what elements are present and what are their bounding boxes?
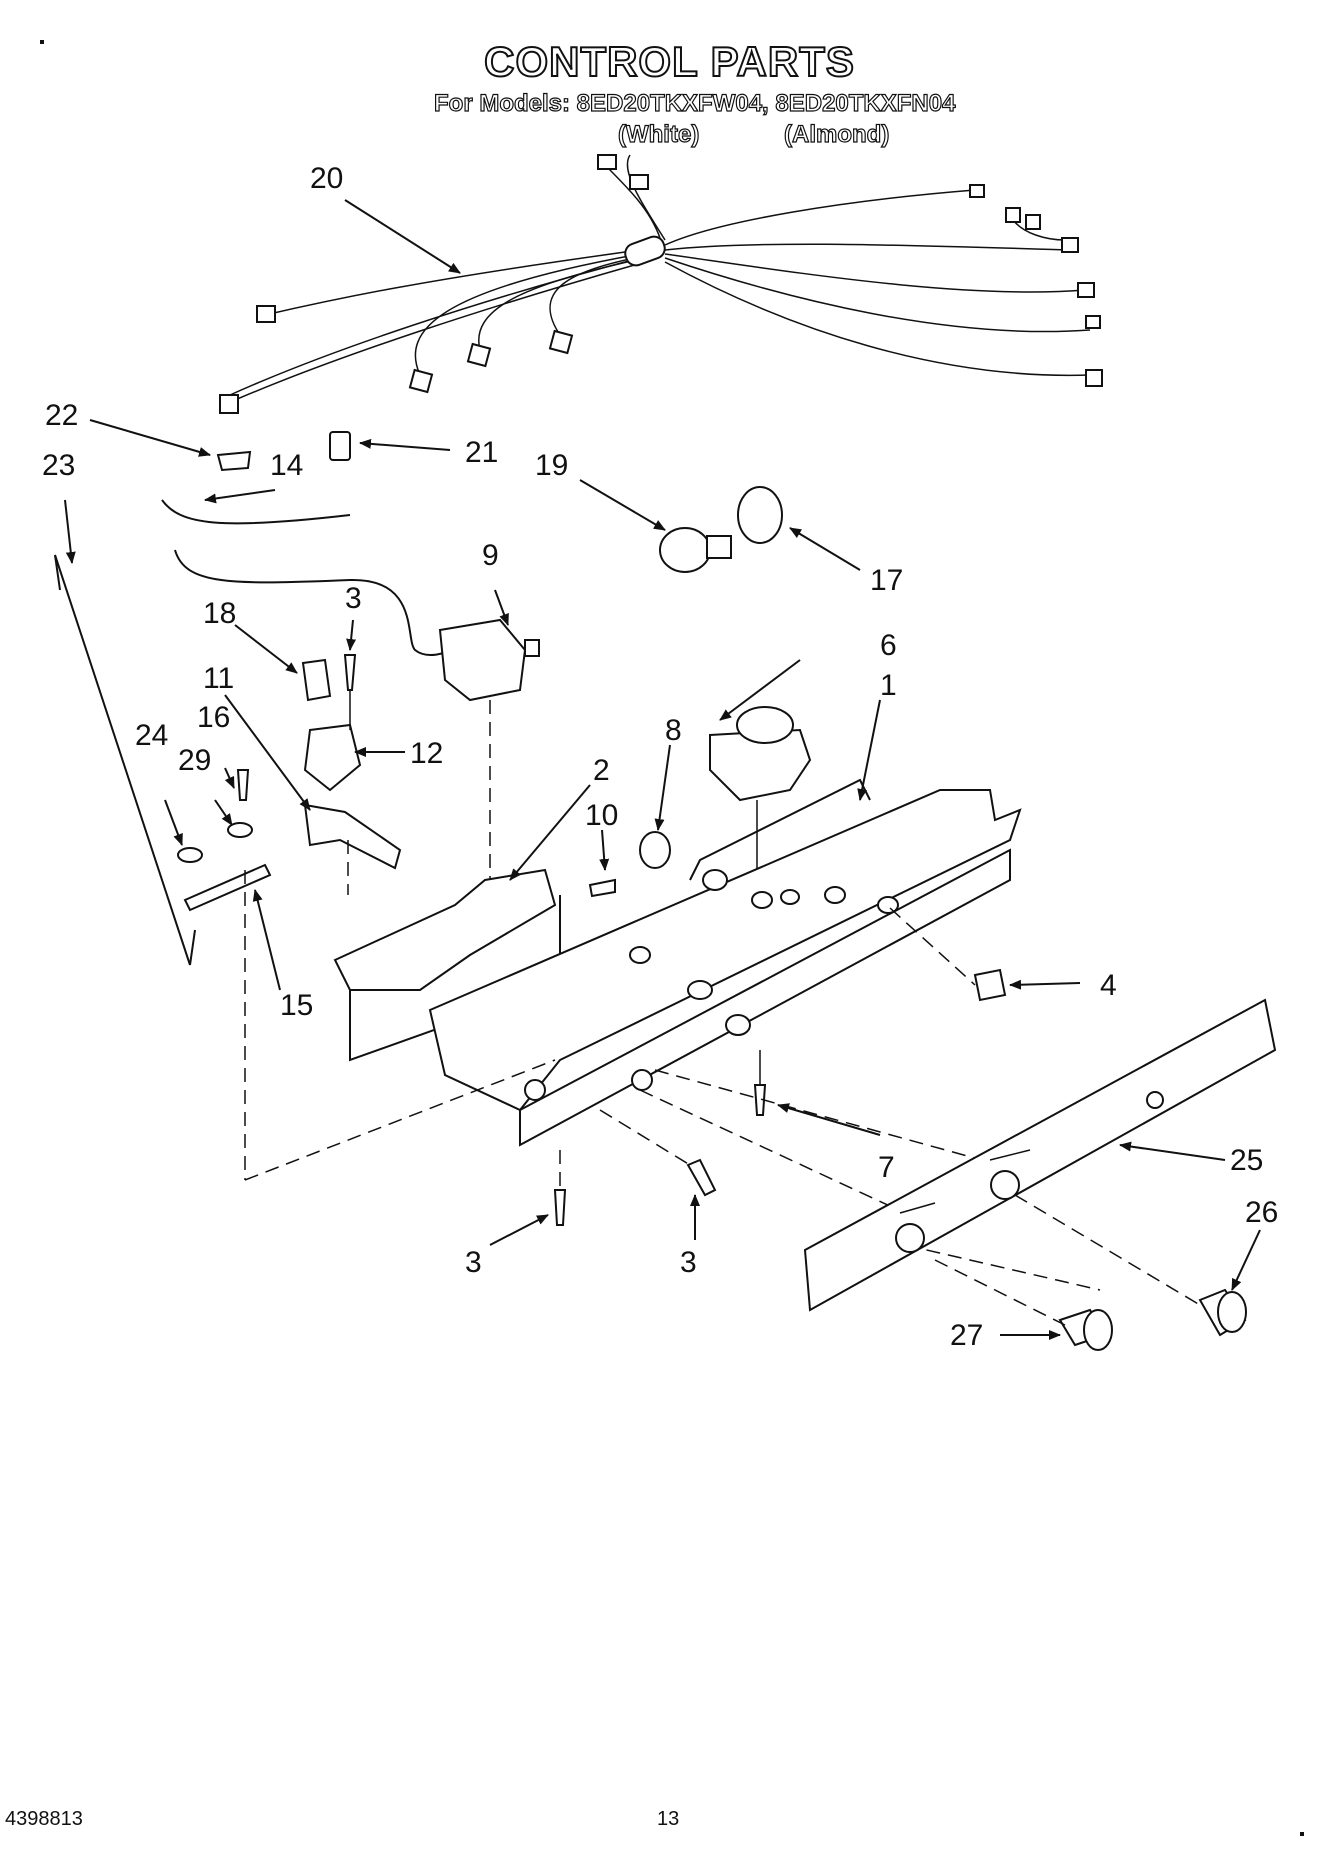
washer-29 bbox=[227, 822, 253, 838]
part-8 bbox=[639, 831, 671, 869]
mounting-bracket-2 bbox=[333, 868, 557, 991]
page-title: CONTROL PARTS bbox=[483, 37, 855, 86]
bulb-base bbox=[706, 535, 732, 559]
rod-23 bbox=[54, 554, 191, 966]
control-shaft-11 bbox=[303, 803, 402, 870]
capillary-tube-14 bbox=[161, 499, 351, 525]
variant-almond: (Almond) bbox=[783, 120, 890, 148]
callout-3-left: 3 bbox=[465, 1246, 482, 1279]
callout-3-top: 3 bbox=[345, 582, 362, 615]
callout-15: 15 bbox=[280, 989, 313, 1022]
screw-7 bbox=[753, 1084, 767, 1116]
thermostat bbox=[438, 618, 527, 702]
callout-24: 24 bbox=[135, 719, 168, 752]
callout-6: 6 bbox=[880, 629, 897, 662]
callout-9: 9 bbox=[482, 539, 499, 572]
control-panel-25 bbox=[803, 998, 1277, 1312]
callout-20: 20 bbox=[310, 162, 343, 195]
page-number: 13 bbox=[657, 1808, 680, 1830]
scan-mark-top bbox=[40, 40, 44, 44]
callout-17: 17 bbox=[870, 564, 903, 597]
switch-4 bbox=[973, 968, 1007, 1002]
variant-white: (White) bbox=[617, 120, 700, 148]
callout-29: 29 bbox=[178, 744, 211, 777]
defrost-timer bbox=[709, 728, 812, 802]
callout-16: 16 bbox=[197, 701, 230, 734]
screw-16 bbox=[236, 769, 250, 801]
wire-harness bbox=[219, 154, 1103, 414]
doc-number: 4398813 bbox=[5, 1808, 83, 1830]
part-21 bbox=[329, 431, 351, 461]
callout-26: 26 bbox=[1245, 1196, 1278, 1229]
callout-27: 27 bbox=[950, 1319, 983, 1352]
screw-3-right bbox=[686, 1158, 717, 1197]
callout-25: 25 bbox=[1230, 1144, 1263, 1177]
scan-mark-bottom bbox=[1300, 1832, 1304, 1836]
part-22 bbox=[216, 450, 252, 472]
part-18 bbox=[301, 658, 332, 702]
models-line: For Models: 8ED20TKXFW04, 8ED20TKXFN04 bbox=[433, 89, 956, 117]
callout-4: 4 bbox=[1100, 969, 1117, 1002]
callout-10: 10 bbox=[585, 799, 618, 832]
capillary-tube-main bbox=[174, 549, 471, 656]
callout-2: 2 bbox=[593, 754, 610, 787]
screw-3-left bbox=[553, 1189, 567, 1226]
screw-10 bbox=[588, 878, 616, 898]
callout-18: 18 bbox=[203, 597, 236, 630]
callout-1: 1 bbox=[880, 669, 897, 702]
control-housing bbox=[428, 778, 1022, 1147]
bracket-12 bbox=[303, 723, 362, 792]
callout-21: 21 bbox=[465, 436, 498, 469]
callout-23: 23 bbox=[42, 449, 75, 482]
callout-3-right: 3 bbox=[680, 1246, 697, 1279]
callout-12: 12 bbox=[410, 737, 443, 770]
light-bulb bbox=[659, 527, 711, 573]
callout-19: 19 bbox=[535, 449, 568, 482]
screw-3-top bbox=[343, 654, 357, 691]
bulb-socket bbox=[737, 486, 783, 544]
callout-8: 8 bbox=[665, 714, 682, 747]
callout-14: 14 bbox=[270, 449, 303, 482]
washer-24 bbox=[177, 847, 203, 863]
lever-15 bbox=[183, 863, 272, 912]
callout-7: 7 bbox=[878, 1151, 895, 1184]
callout-11: 11 bbox=[203, 662, 234, 695]
callout-22: 22 bbox=[45, 399, 78, 432]
